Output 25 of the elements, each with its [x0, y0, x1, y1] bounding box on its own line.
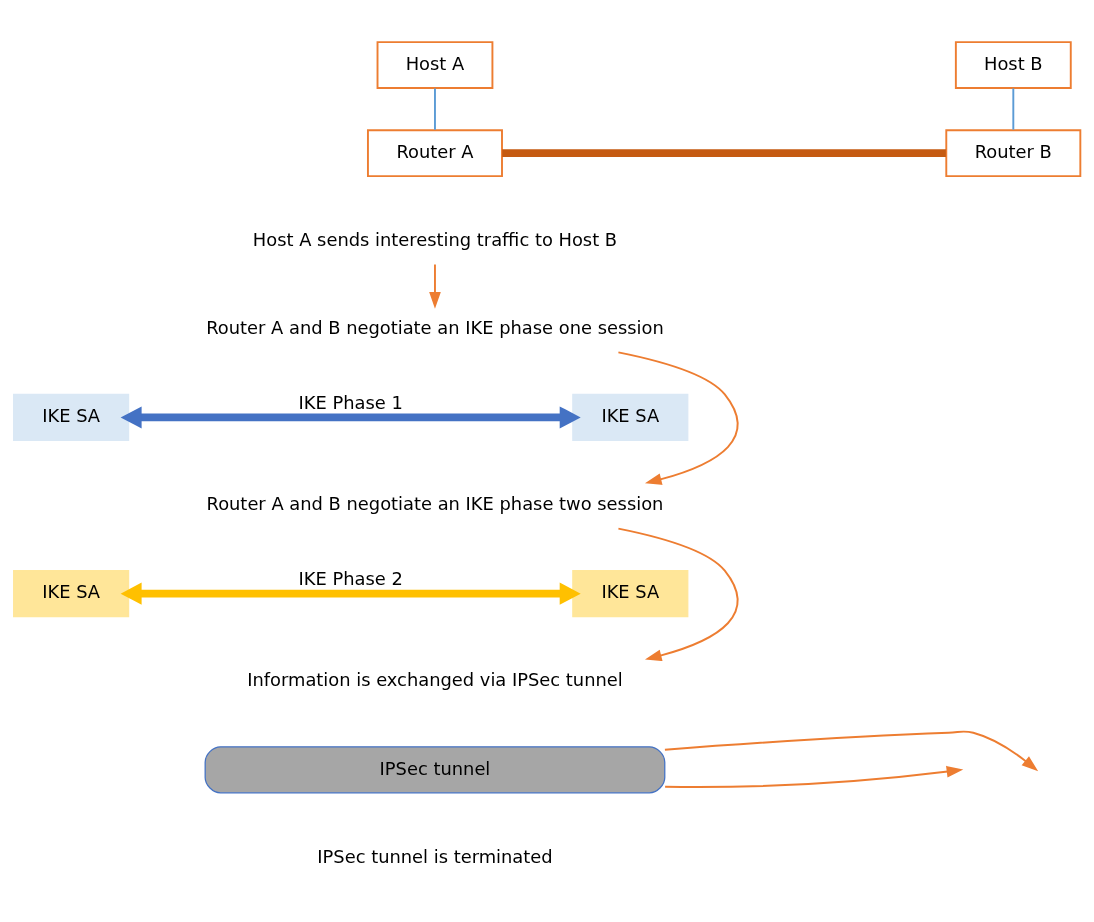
node-text: Host A sends interesting traffic to Host B — [252, 228, 618, 250]
arrow — [120, 582, 581, 605]
node-text: IPSec tunnel is terminated — [317, 845, 553, 867]
arrow — [429, 263, 441, 309]
node-box: Host B — [954, 40, 1072, 89]
node-text: Router A and B negotiate an IKE phase two session — [206, 492, 664, 514]
node-box: Host A — [376, 40, 494, 89]
node-text: Information is exchanged via IPSec tunnel — [247, 668, 623, 690]
node-box: IPSec tunnel — [204, 745, 666, 793]
arrow — [617, 527, 739, 661]
edge-label: IKE Phase 1 — [298, 391, 403, 413]
node-box: IKE SA — [572, 393, 689, 441]
arrow — [664, 765, 964, 788]
connector — [1012, 86, 1015, 131]
edge-label: IKE Phase 2 — [298, 567, 403, 589]
arrow — [617, 350, 739, 485]
node-text: Router A and B negotiate an IKE phase one session — [206, 316, 664, 338]
node-box: Router A — [367, 128, 503, 177]
node-box: IKE SA — [13, 393, 130, 441]
connector — [434, 86, 436, 131]
arrow — [663, 730, 1039, 771]
node-box: IKE SA — [572, 569, 689, 617]
arrow — [120, 405, 581, 428]
node-box: IKE SA — [13, 569, 130, 617]
node-box: Router B — [945, 128, 1082, 177]
